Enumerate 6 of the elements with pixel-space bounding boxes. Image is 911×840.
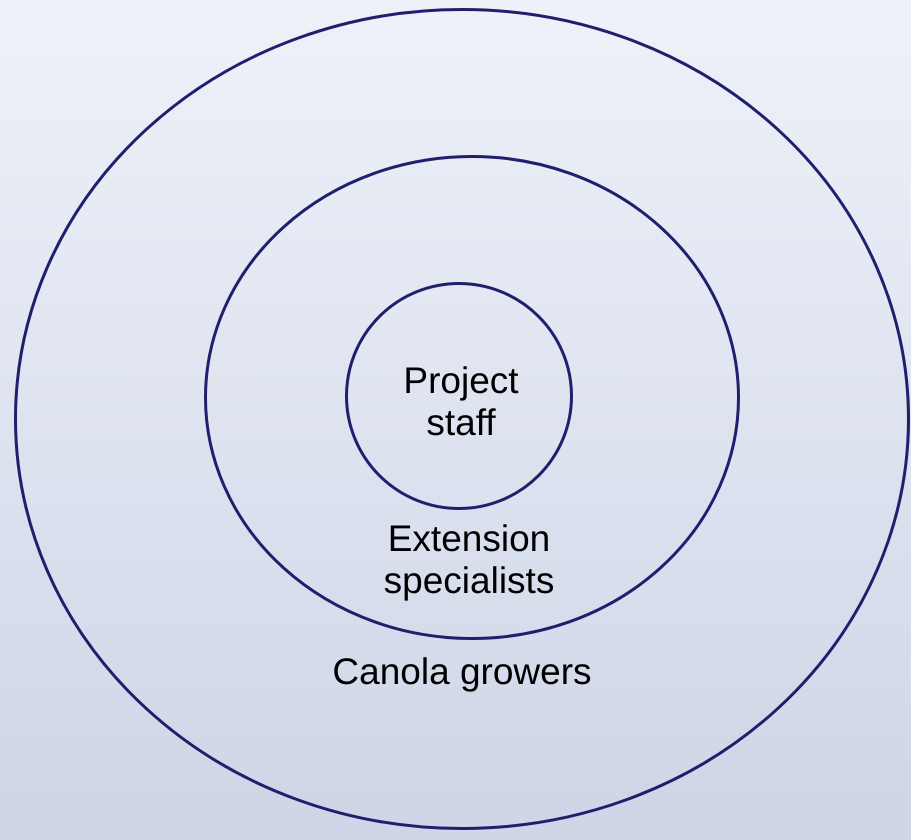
region-label: Project staff [402,360,520,444]
circle-region [204,155,740,640]
region-label: Extension specialists [382,518,556,602]
circle-region [14,8,910,830]
circle-region [345,282,573,510]
region-label: Canola growers [331,651,593,693]
